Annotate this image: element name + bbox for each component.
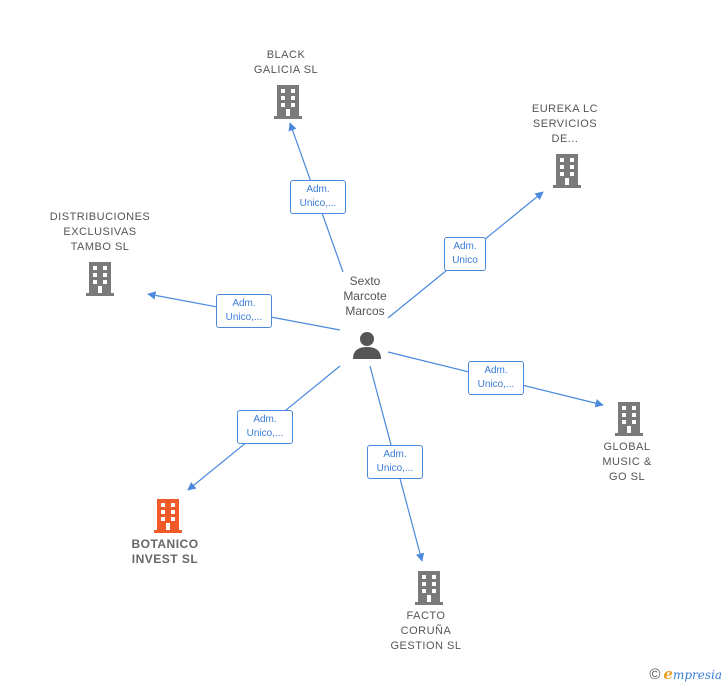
- edge-label-distribuciones[interactable]: Adm. Unico,...: [216, 294, 272, 328]
- edge-label-line2: Unico,...: [299, 198, 337, 209]
- company-name-facto[interactable]: FACTO CORUÑA GESTION SL: [390, 610, 462, 652]
- edge-label-line2: Unico: [452, 255, 478, 266]
- edge-label-botanico[interactable]: Adm. Unico,...: [237, 410, 293, 444]
- brand-initial: e: [663, 665, 673, 683]
- building-icon[interactable]: [553, 154, 581, 188]
- edge-label-line2: Unico,...: [225, 312, 263, 323]
- company-name-eureka[interactable]: EUREKA LC SERVICIOS DE...: [531, 103, 599, 145]
- building-icon[interactable]: [615, 402, 643, 436]
- edge-label-black-galicia[interactable]: Adm. Unico,...: [290, 180, 346, 214]
- edge-label-line2: Unico,...: [477, 379, 515, 390]
- brand-name: mpresia: [672, 668, 722, 682]
- edge-label-eureka[interactable]: Adm. Unico: [444, 237, 486, 271]
- edge-label-global-music[interactable]: Adm. Unico,...: [468, 361, 524, 395]
- footer-brand[interactable]: ©empresia: [649, 665, 722, 683]
- center-person-name[interactable]: Sexto Marcote Marcos: [343, 274, 387, 318]
- company-name-distribuciones[interactable]: DISTRIBUCIONES EXCLUSIVAS TAMBO SL: [49, 211, 151, 253]
- company-name-black-galicia[interactable]: BLACK GALICIA SL: [253, 49, 319, 76]
- company-name-global-music[interactable]: GLOBAL MUSIC & GO SL: [602, 441, 652, 483]
- person-icon[interactable]: [352, 330, 382, 360]
- edge-label-line1: Adm.: [253, 414, 277, 425]
- edge-label-line2: Unico,...: [246, 428, 284, 439]
- company-name-botanico[interactable]: BOTANICO INVEST SL: [131, 537, 199, 566]
- edge-label-line1: Adm.: [484, 365, 508, 376]
- edge-label-line2: Unico,...: [376, 463, 414, 474]
- edge-label-facto[interactable]: Adm. Unico,...: [367, 445, 423, 479]
- building-icon[interactable]: [415, 571, 443, 605]
- edge-label-line1: Adm.: [383, 449, 407, 460]
- edge-label-line1: Adm.: [232, 298, 256, 309]
- building-icon[interactable]: [274, 85, 302, 119]
- copyright-symbol: ©: [649, 666, 661, 683]
- building-icon[interactable]: [86, 262, 114, 296]
- edge-label-line1: Adm.: [453, 241, 477, 252]
- edge-label-line1: Adm.: [306, 184, 330, 195]
- building-icon[interactable]: [154, 499, 182, 533]
